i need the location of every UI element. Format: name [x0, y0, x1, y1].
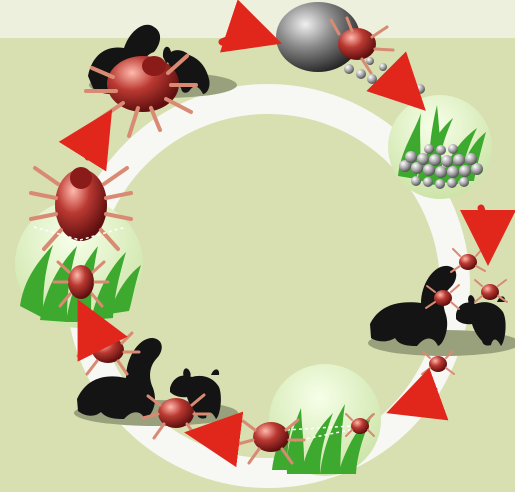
stage-larva-in-grass [269, 364, 381, 476]
stage-eggs-in-grass [388, 95, 492, 199]
stage-larvae-on-dogs [368, 248, 515, 374]
larva-icon [475, 280, 507, 302]
arrow-1 [222, 35, 262, 42]
arrow-7 [88, 127, 101, 157]
dog-silhouette [370, 266, 506, 346]
arrow-5 [205, 435, 234, 438]
arrow-3 [481, 208, 488, 245]
